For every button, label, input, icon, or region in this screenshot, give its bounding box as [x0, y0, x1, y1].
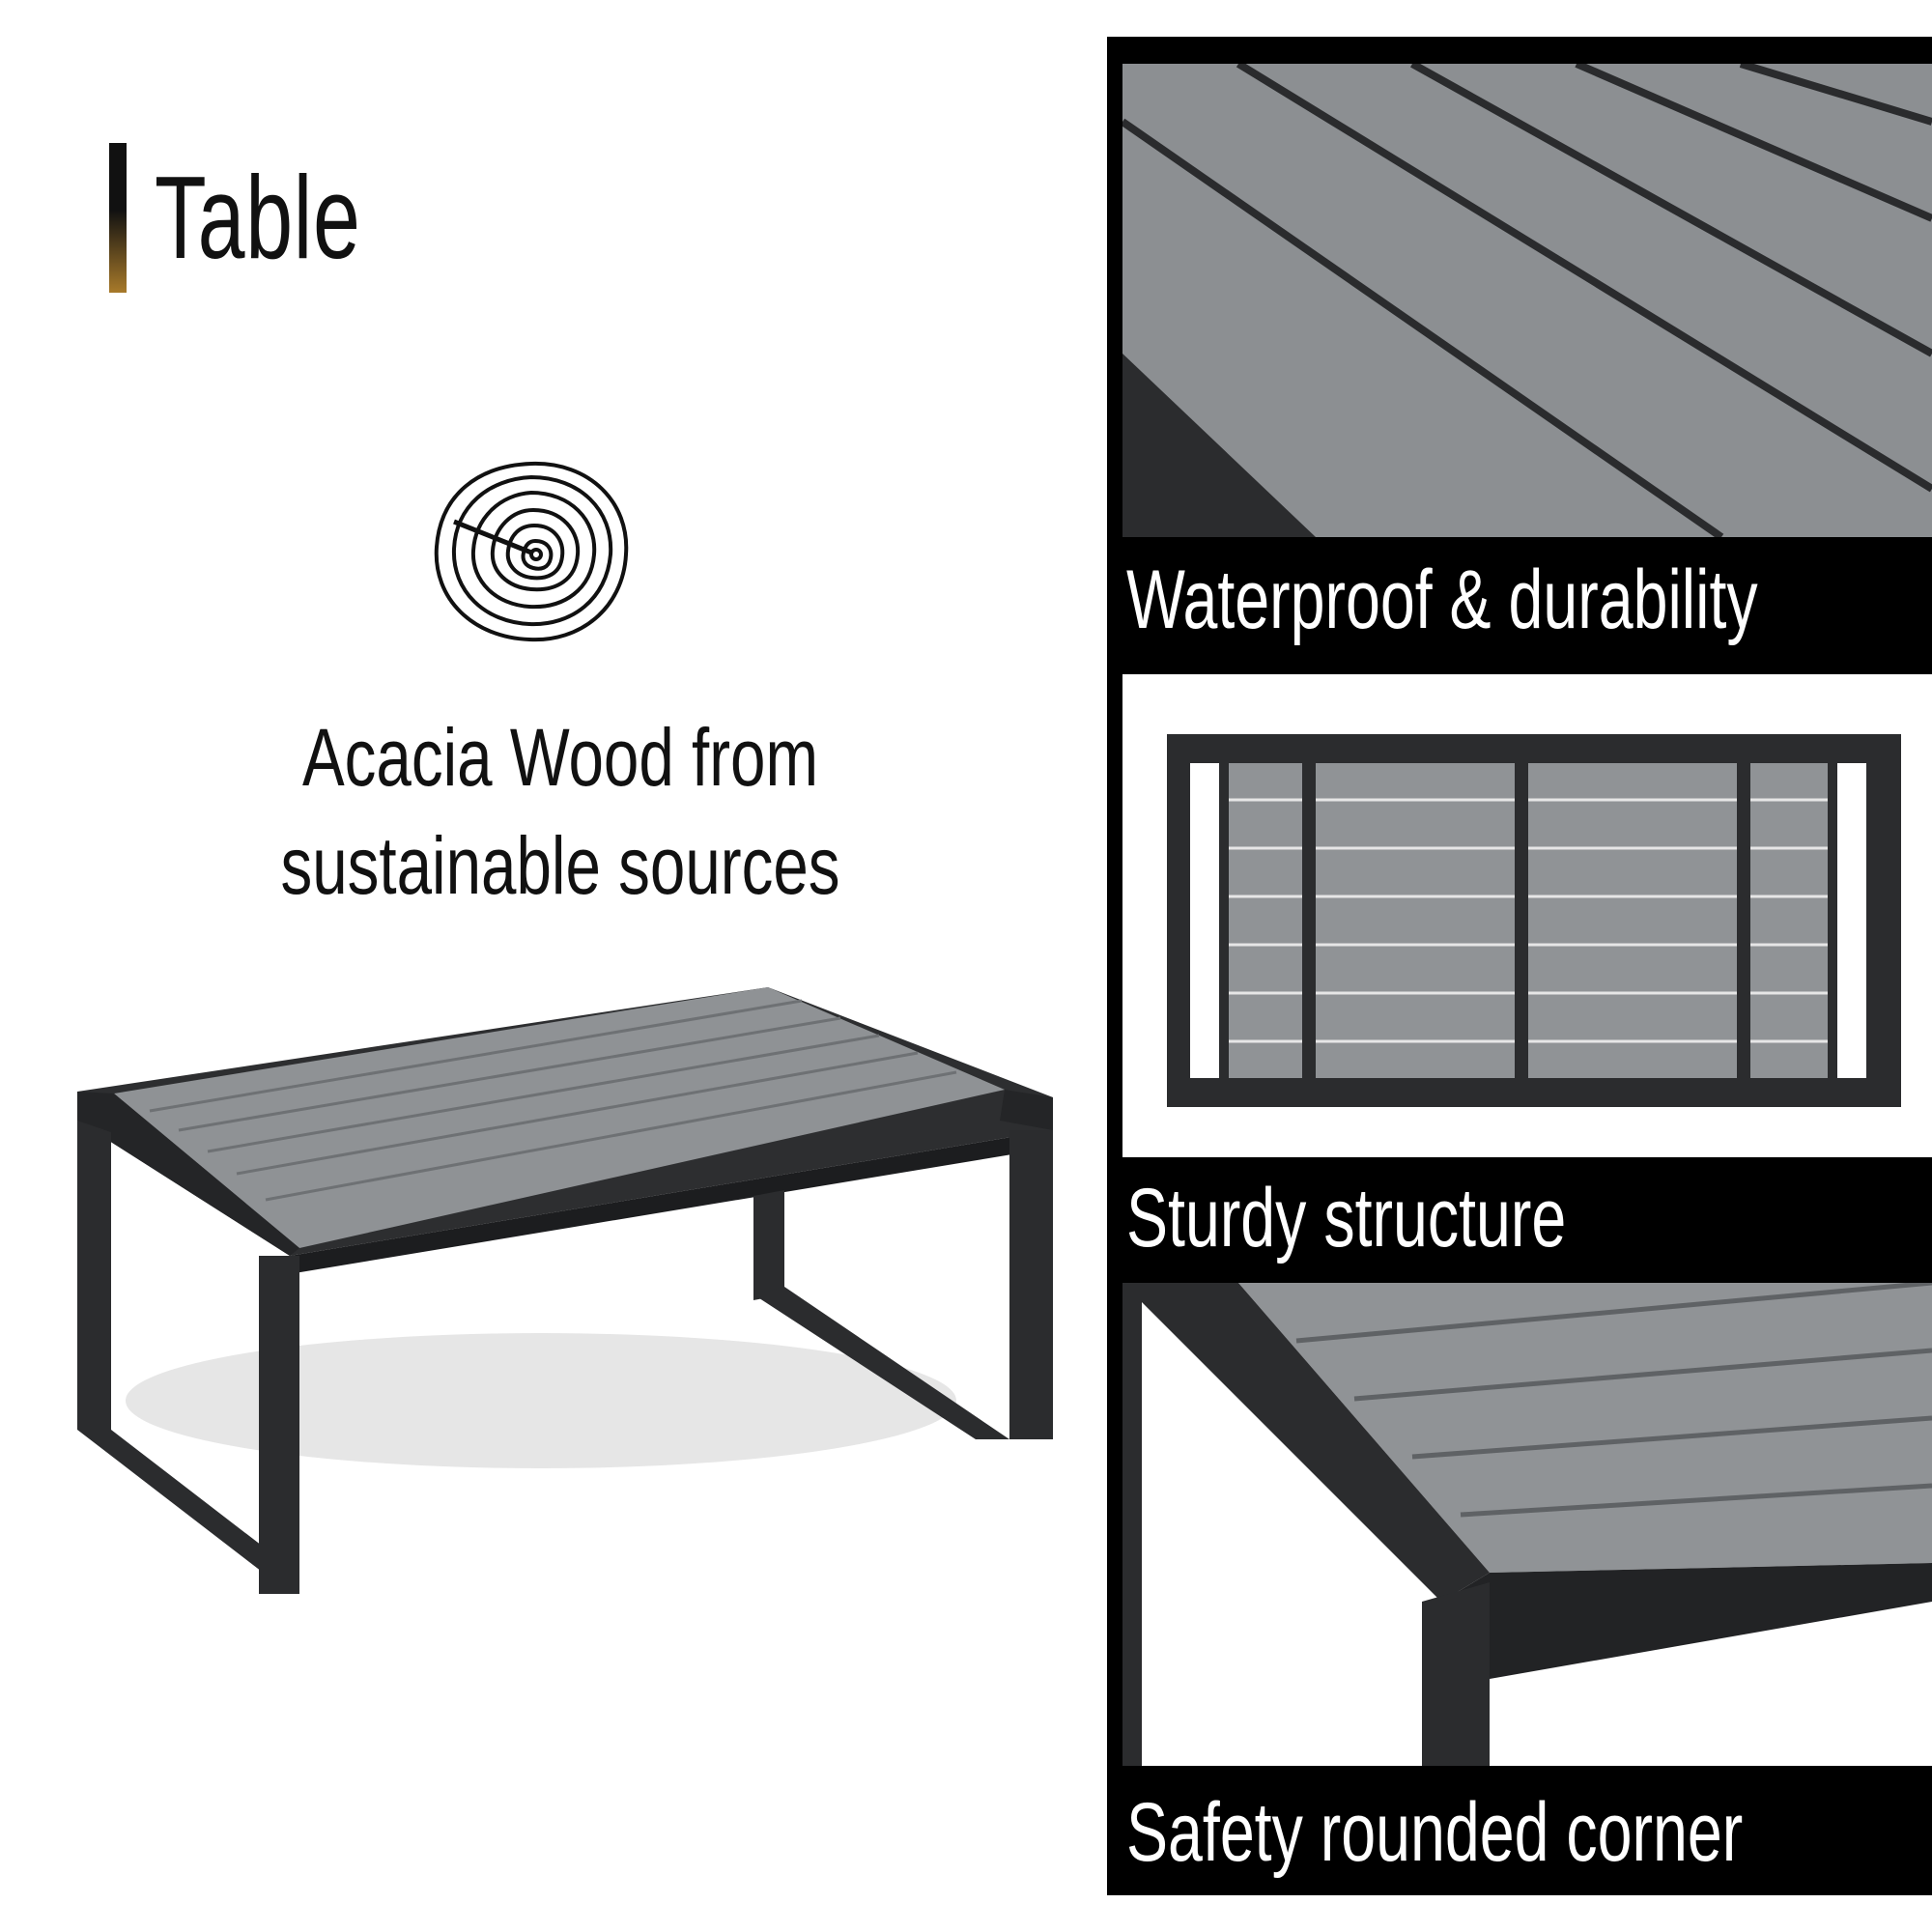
material-tagline: Acacia Wood from sustainable sources [259, 703, 862, 920]
tagline-line-1: Acacia Wood from [301, 712, 819, 803]
title-accent-bar [109, 143, 127, 293]
table-product-image [77, 987, 1053, 1594]
caption-waterproof: Waterproof & durability [1126, 554, 1758, 646]
feature-panels-column: Waterproof & durability Sturdy structure [1107, 37, 1932, 1895]
panel-corner-image [1122, 1283, 1932, 1766]
tree-rings-icon [434, 461, 629, 642]
tagline-line-2: sustainable sources [280, 820, 840, 911]
panel-waterproof-image [1122, 64, 1932, 537]
caption-sturdy: Sturdy structure [1126, 1172, 1567, 1264]
caption-corner: Safety rounded corner [1126, 1786, 1744, 1879]
page-title: Table [155, 152, 361, 283]
panel-sturdy-image [1122, 674, 1932, 1157]
